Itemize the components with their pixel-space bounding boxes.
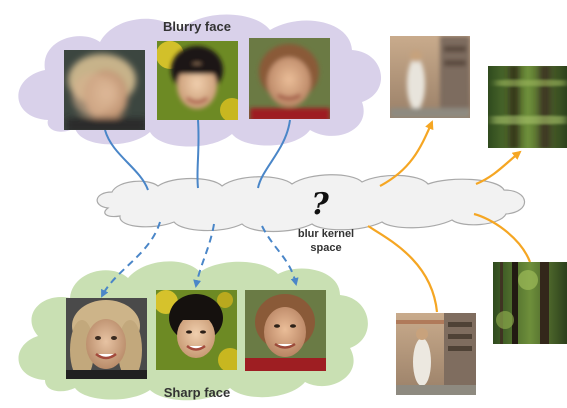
kernel-to-sharp-arrows (101, 221, 299, 298)
arrow-blurry-face-1 (104, 129, 149, 191)
blurry-face-photo (249, 38, 330, 119)
arrow-from-sharp-scene-2 (473, 212, 532, 263)
blurry-face-photo (157, 41, 238, 120)
blur-kernel-space-label: space (310, 242, 341, 254)
arrow-sharp-face-3 (261, 225, 299, 286)
sharp-face-photo (156, 290, 237, 370)
blur-kernel-cloud (96, 174, 526, 233)
question-mark: ? (311, 187, 329, 222)
blurry-scene-photo (390, 36, 470, 118)
arrow-to-blurry-scene-2 (475, 150, 522, 186)
arrow-blurry-face-3 (257, 119, 291, 189)
sharp-face-photo (66, 298, 147, 379)
arrow-sharp-face-2 (193, 223, 215, 288)
scene-arrows (367, 120, 532, 313)
arrow-blurry-face-2 (196, 119, 200, 189)
blurry-face-photo (64, 50, 145, 130)
sharp-face-label: Sharp face (164, 385, 230, 400)
blurry-to-kernel-arrows (104, 119, 291, 191)
blurry-face-label: Blurry face (163, 19, 231, 34)
arrow-from-sharp-scene-1 (367, 225, 439, 313)
blurry-scene-photo (488, 66, 567, 148)
sharp-scene-photo (396, 313, 476, 395)
arrow-sharp-face-1 (101, 221, 161, 298)
sharp-face-photo (245, 290, 326, 371)
blur-kernel-label: blur kernel (298, 228, 354, 240)
sharp-scene-photo (493, 262, 567, 344)
arrow-to-blurry-scene-1 (379, 120, 434, 187)
